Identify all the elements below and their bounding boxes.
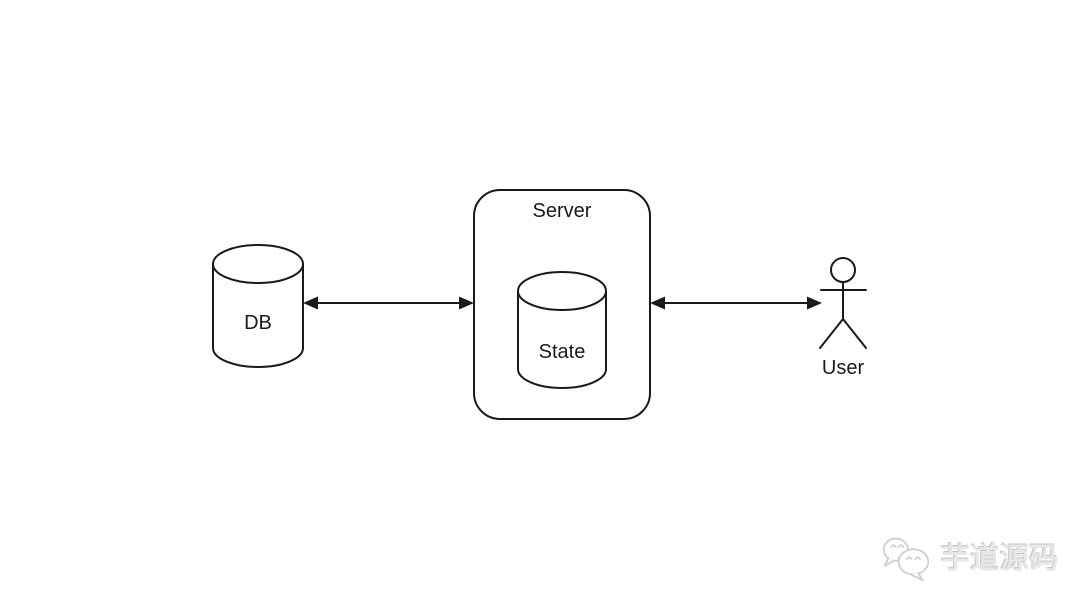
- server-label: Server: [533, 200, 592, 222]
- db-cylinder-top: [212, 244, 304, 284]
- db-cylinder-node: DB: [212, 244, 304, 368]
- edge-db-server: [303, 296, 474, 310]
- user-label: User: [822, 357, 865, 379]
- wechat-eye: [890, 544, 897, 548]
- state-cylinder-top: [517, 271, 607, 311]
- wechat-eye: [897, 544, 905, 548]
- watermark: 芋道源码: [880, 535, 1059, 583]
- actor-head: [830, 257, 856, 283]
- arrowhead-right-icon: [807, 296, 822, 310]
- state-cylinder-node: State: [517, 271, 607, 389]
- arrowhead-right-icon: [459, 296, 474, 310]
- wechat-big-bubble-tail: [909, 571, 924, 582]
- actor-left-leg: [819, 318, 844, 349]
- db-label: DB: [244, 312, 272, 334]
- wechat-eye: [914, 556, 921, 560]
- user-actor-node: User: [819, 257, 867, 379]
- db-cylinder-body: [212, 263, 304, 368]
- edge-server-user: [650, 296, 822, 310]
- server-container-node: Server State: [473, 189, 651, 420]
- state-label: State: [539, 341, 586, 363]
- arrowhead-left-icon: [650, 296, 665, 310]
- wechat-small-bubble-tail: [883, 557, 895, 567]
- state-cylinder-body: [517, 290, 607, 389]
- wechat-big-bubble: [897, 548, 930, 576]
- actor-right-leg: [842, 318, 867, 349]
- arrowhead-left-icon: [303, 296, 318, 310]
- wechat-eye: [906, 556, 913, 560]
- watermark-text: 芋道源码: [941, 542, 1060, 575]
- wechat-icon: [882, 537, 930, 582]
